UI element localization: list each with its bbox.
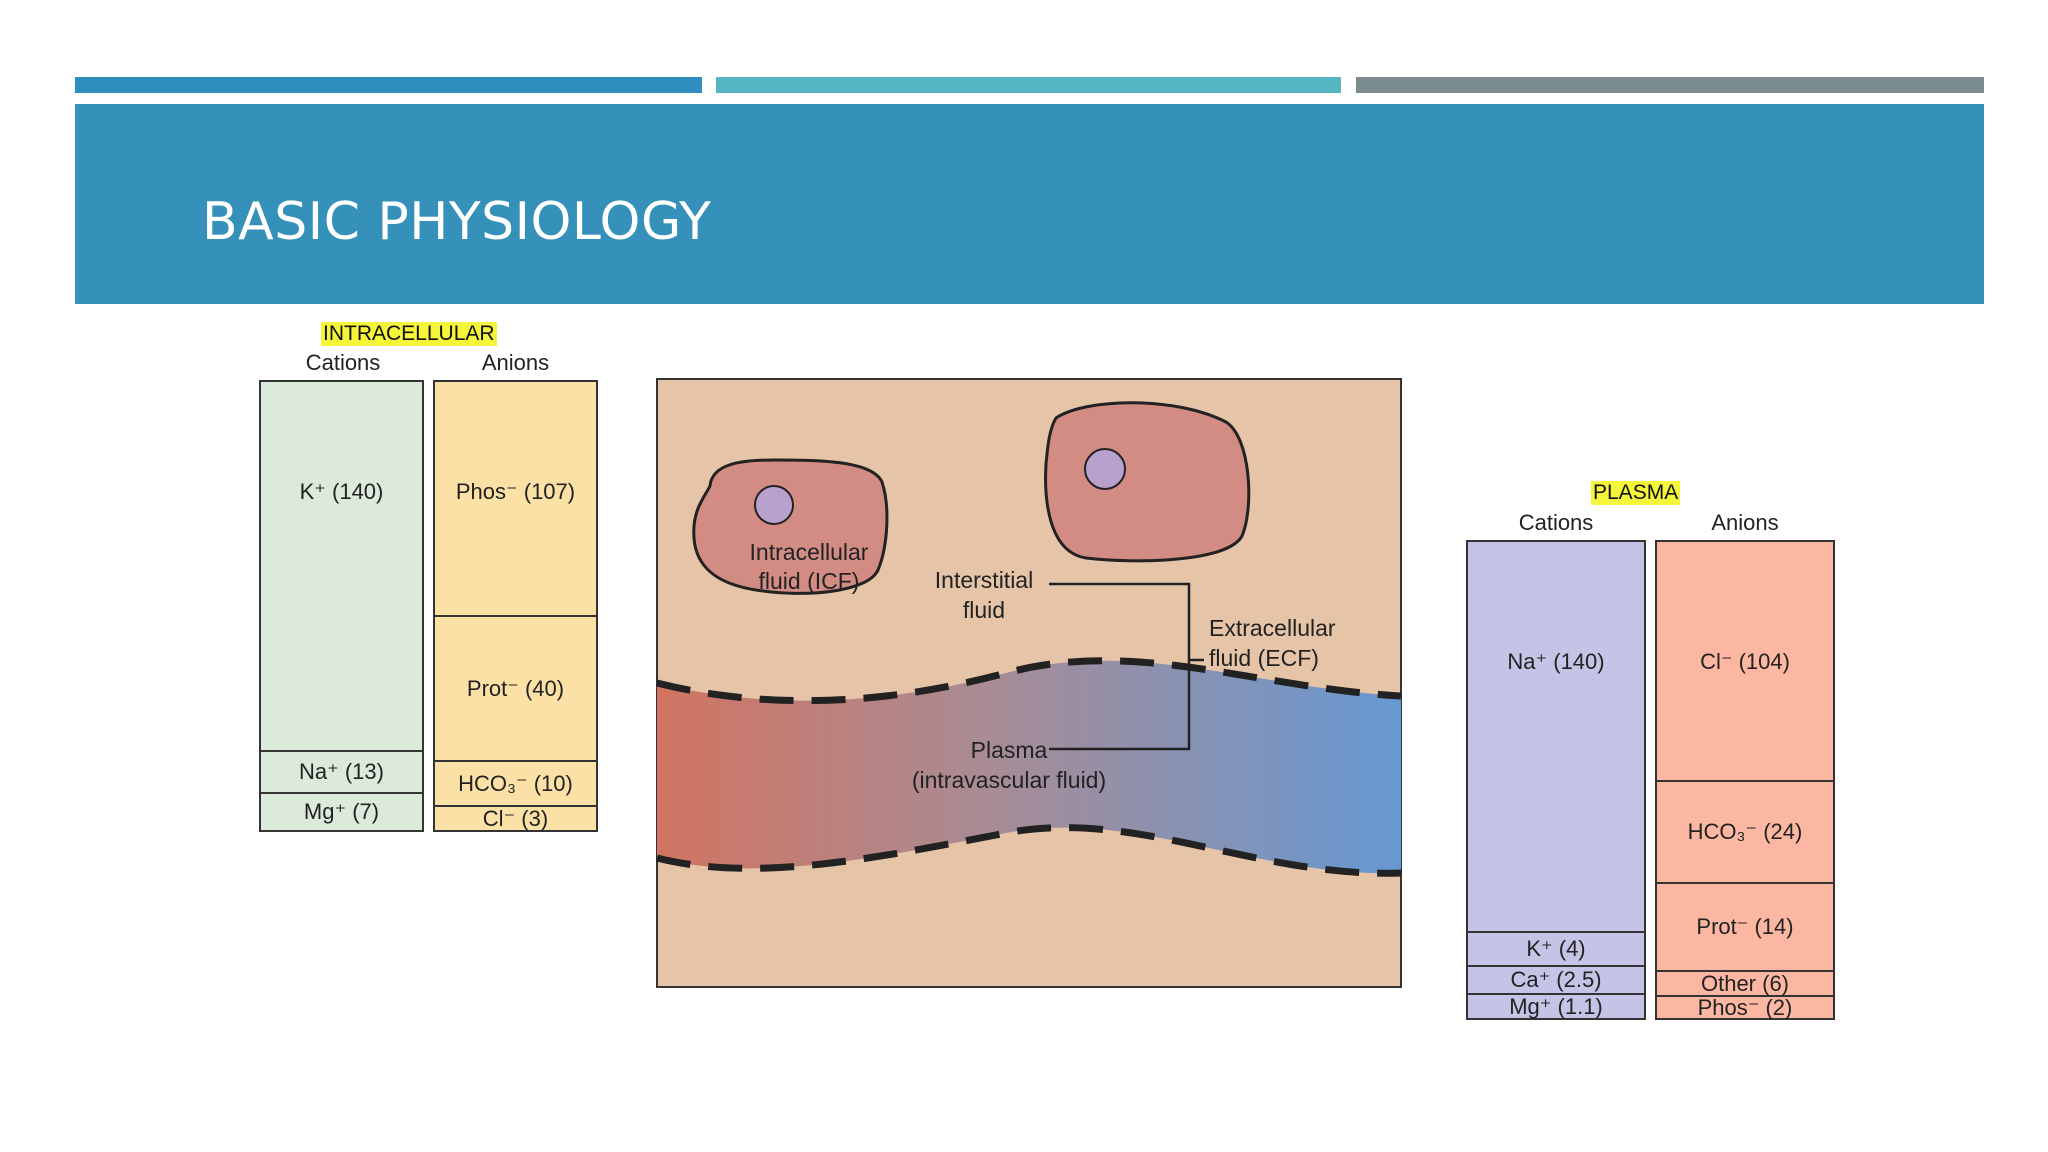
intracellular-cation-na: Na⁺ (13) — [261, 752, 422, 794]
intracellular-anions-label: Anions — [481, 350, 550, 375]
intracellular-cations-label: Cations — [305, 350, 381, 375]
ecf-bracket — [1049, 582, 1191, 751]
cell-nucleus-left — [754, 485, 794, 525]
plasma-anion-other: Other (6) — [1657, 971, 1833, 997]
icf-label-line2: fluid (ICF) — [759, 568, 860, 594]
plasma-cations-label: Cations — [1518, 510, 1594, 535]
plasma-cation-mg: Mg⁺ (1.1) — [1468, 994, 1644, 1019]
ecf-label-line2: fluid (ECF) — [1209, 645, 1319, 671]
interstitial-label-line1: Interstitial — [935, 567, 1033, 593]
plasma-label-line1: Plasma — [971, 737, 1048, 763]
intracellular-anions-column: Phos⁻ (107) Prot⁻ (40) HCO₃⁻ (10) Cl⁻ (3… — [433, 380, 598, 832]
plasma-cation-ca: Ca⁺ (2.5) — [1468, 967, 1644, 995]
intracellular-anion-cl: Cl⁻ (3) — [435, 806, 596, 831]
plasma-anions-column: Cl⁻ (104) HCO₃⁻ (24) Prot⁻ (14) Other (6… — [1655, 540, 1835, 1020]
plasma-cations-column: Na⁺ (140) K⁺ (4) Ca⁺ (2.5) Mg⁺ (1.1) — [1466, 540, 1646, 1020]
plasma-anion-hco3: HCO₃⁻ (24) — [1657, 782, 1833, 884]
intracellular-anion-phos: Phos⁻ (107) — [435, 382, 596, 617]
intracellular-cation-k: K⁺ (140) — [261, 382, 422, 752]
intracellular-anion-hco3: HCO₃⁻ (10) — [435, 762, 596, 807]
plasma-anion-phos: Phos⁻ (2) — [1657, 995, 1833, 1020]
intracellular-anion-prot: Prot⁻ (40) — [435, 617, 596, 762]
ecf-label-line1: Extracellular — [1209, 615, 1336, 641]
vessel-wall-top — [656, 657, 1402, 705]
intracellular-cations-column: K⁺ (140) Na⁺ (13) Mg⁺ (7) — [259, 380, 424, 832]
icf-label-line1: Intracellular — [750, 539, 869, 565]
plasma-anions-label: Anions — [1711, 510, 1779, 535]
intracellular-cell-right — [1044, 401, 1251, 563]
vessel-wall-bottom — [656, 824, 1402, 877]
cell-nucleus-right — [1084, 448, 1126, 490]
plasma-anion-prot: Prot⁻ (14) — [1657, 884, 1833, 972]
intracellular-cation-mg: Mg⁺ (7) — [261, 794, 422, 830]
fluid-compartments-diagram: Intracellular fluid (ICF) Interstitial f… — [656, 378, 1402, 988]
interstitial-label-line2: fluid — [963, 597, 1005, 623]
accent-bar-blue — [75, 77, 702, 93]
blood-vessel-plasma — [657, 660, 1401, 874]
slide-title: BASIC PHYSIOLOGY — [202, 192, 712, 252]
title-banner: BASIC PHYSIOLOGY — [75, 104, 1984, 304]
plasma-cation-na: Na⁺ (140) — [1468, 542, 1644, 933]
plasma-anion-cl: Cl⁻ (104) — [1657, 542, 1833, 782]
plasma-label-line2: (intravascular fluid) — [912, 767, 1106, 793]
accent-bar-gray — [1356, 77, 1984, 93]
plasma-heading: PLASMA — [1591, 481, 1681, 505]
intracellular-heading: INTRACELLULAR — [321, 322, 497, 346]
accent-bar-teal — [716, 77, 1341, 93]
plasma-cation-k: K⁺ (4) — [1468, 933, 1644, 967]
intracellular-cell-left — [692, 458, 889, 595]
